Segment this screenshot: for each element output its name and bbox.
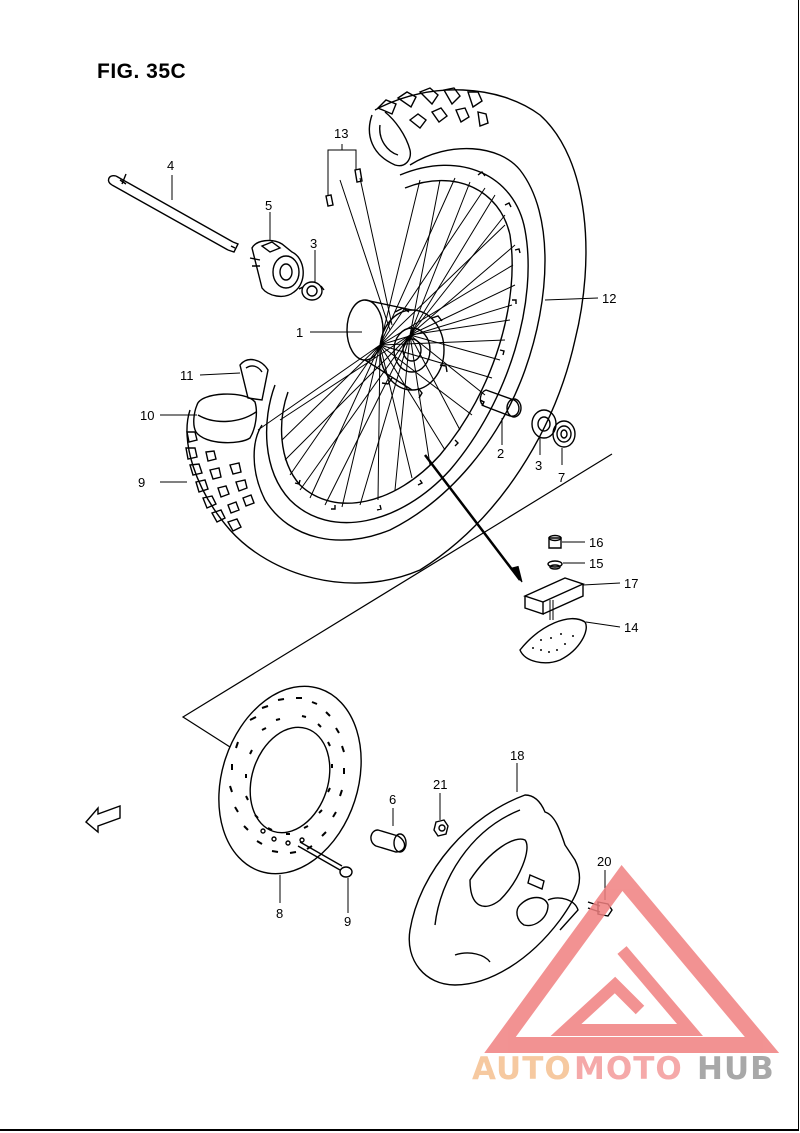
callout-leaders — [160, 144, 621, 913]
callout-19: 18 — [510, 748, 524, 763]
axle-part-4 — [107, 173, 239, 253]
callout-7: 7 — [558, 470, 565, 485]
hub-drawing — [346, 299, 448, 399]
watermark-logo — [484, 865, 780, 1053]
collar-part-6 — [370, 829, 407, 853]
disc-guard-part-19 — [408, 794, 581, 986]
callout-9: 9 — [344, 914, 351, 929]
spokes-drawing — [257, 177, 516, 508]
callout-12: 11 — [180, 368, 194, 383]
rim-lock-leader — [424, 454, 521, 581]
callout-3-lower: 3 — [535, 458, 542, 473]
brake-disc-part-8 — [218, 685, 362, 875]
callout-6: 6 — [389, 792, 396, 807]
callout-15: 14 — [624, 620, 638, 635]
callout-18: 17 — [624, 576, 638, 591]
rim-lock-leader-arrowhead — [509, 565, 523, 583]
oil-seal-part-7 — [552, 420, 576, 448]
bearing-part-3-upper — [298, 281, 325, 301]
projection-lines — [181, 453, 613, 748]
watermark-word-hub: HUB — [697, 1051, 775, 1087]
spacer-part-2 — [479, 389, 522, 418]
callout-16: 15 — [589, 556, 603, 571]
tube-part-11 — [193, 393, 258, 444]
callout-2: 2 — [497, 446, 504, 461]
figure-title: FIG. 35C — [97, 60, 187, 83]
spoke-nipples-part-14 — [325, 168, 363, 207]
callout-numbers: 4 5 3 13 1 11 10 9 12 2 3 7 16 15 17 14 … — [95, 126, 639, 929]
rim-lock-assembly — [519, 534, 587, 664]
tire-drawing — [185, 87, 587, 584]
callout-20: 20 — [597, 854, 611, 869]
watermark-word-auto: AUTO — [472, 1051, 572, 1087]
callout-8: 8 — [276, 906, 283, 921]
callout-11: 10 — [140, 408, 154, 423]
callout-14: 13 — [334, 126, 348, 141]
callout-1: 1 — [296, 325, 303, 340]
watermark-word-moto: MOTO — [574, 1051, 683, 1087]
disc-bolt-part-9 — [297, 841, 353, 878]
rim-band-part-12 — [239, 358, 269, 401]
callout-5: 5 — [265, 198, 272, 213]
speedometer-gearbox-part-5 — [249, 239, 304, 298]
callout-3-upper: 3 — [310, 236, 317, 251]
nut-part-21 — [433, 819, 449, 837]
callout-21: 21 — [433, 777, 447, 792]
callout-10: 9 — [138, 475, 145, 490]
fwd-label: FWD — [95, 813, 112, 825]
fwd-arrow-icon — [85, 805, 121, 834]
callout-4: 4 — [167, 158, 174, 173]
callout-17: 16 — [589, 535, 603, 550]
callout-13: 12 — [602, 291, 616, 306]
